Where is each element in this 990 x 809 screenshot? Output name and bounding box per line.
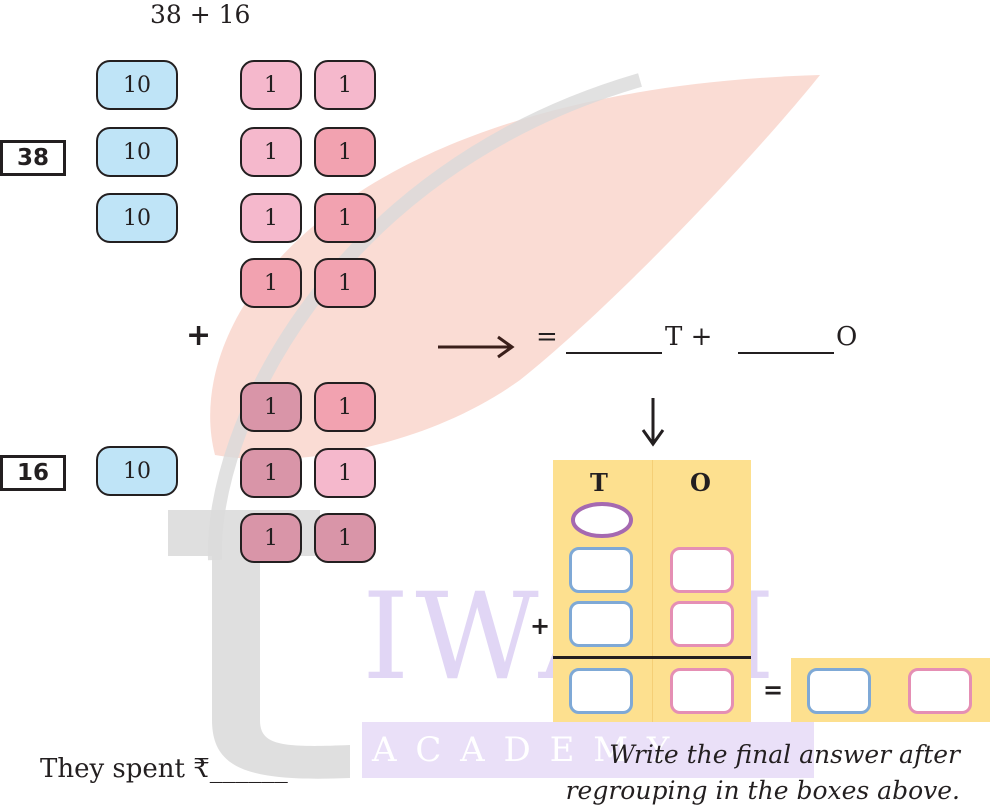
table-plus-sign: + <box>530 612 551 640</box>
one-block: 1 <box>240 258 302 308</box>
problem-expression: 38 + 16 <box>150 0 251 29</box>
sum-line <box>553 656 751 659</box>
one-block: 1 <box>240 60 302 110</box>
ten-block: 10 <box>96 193 178 243</box>
tens-header: T <box>590 468 608 497</box>
equation-ones-suffix: O <box>836 322 858 352</box>
one-block: 1 <box>240 513 302 563</box>
tens-box-row2[interactable] <box>569 601 633 647</box>
watermark-curve-shape <box>207 73 642 561</box>
caption-line-2: regrouping in the boxes above. <box>565 776 960 805</box>
one-block: 1 <box>240 382 302 432</box>
tens-box-sum[interactable] <box>569 668 633 714</box>
one-block: 1 <box>314 193 376 243</box>
one-block: 1 <box>240 448 302 498</box>
final-ones-box[interactable] <box>908 668 972 714</box>
carry-oval[interactable] <box>570 500 636 540</box>
watermark-leaf-shape <box>210 75 821 460</box>
down-arrow-icon <box>641 398 665 447</box>
one-block: 1 <box>314 127 376 177</box>
watermark-academy-band <box>362 722 814 778</box>
right-arrow-icon <box>438 335 515 359</box>
one-block: 1 <box>240 127 302 177</box>
watermark-subtext: A C A D E M Y <box>372 730 674 770</box>
second-number-label: 16 <box>0 455 66 491</box>
caption-line-1: Write the final answer after <box>609 740 960 769</box>
final-tens-box[interactable] <box>807 668 871 714</box>
ones-header: O <box>690 468 711 497</box>
ones-answer-blank[interactable] <box>738 330 834 358</box>
equation-equals: = <box>536 322 558 352</box>
tens-answer-blank[interactable] <box>566 330 662 358</box>
ones-box-row2[interactable] <box>670 601 734 647</box>
plus-operator: + <box>186 318 212 353</box>
ones-box-row1[interactable] <box>670 547 734 593</box>
one-block: 1 <box>314 382 376 432</box>
instruction-caption: Write the final answer after regrouping … <box>520 737 960 809</box>
table-column-divider <box>652 460 653 722</box>
one-block: 1 <box>314 513 376 563</box>
one-block: 1 <box>314 258 376 308</box>
first-number-label: 38 <box>0 140 66 176</box>
equation-tens-suffix: T + <box>665 322 713 352</box>
tens-box-row1[interactable] <box>569 547 633 593</box>
ten-block: 10 <box>96 60 178 110</box>
one-block: 1 <box>314 60 376 110</box>
one-block: 1 <box>240 193 302 243</box>
spent-sentence: They spent ₹______ <box>40 754 288 784</box>
ten-block: 10 <box>96 127 178 177</box>
ones-box-sum[interactable] <box>670 668 734 714</box>
ten-block: 10 <box>96 446 178 496</box>
watermark-t-shape <box>168 510 350 779</box>
table-equals-sign: = <box>763 676 784 704</box>
one-block: 1 <box>314 448 376 498</box>
